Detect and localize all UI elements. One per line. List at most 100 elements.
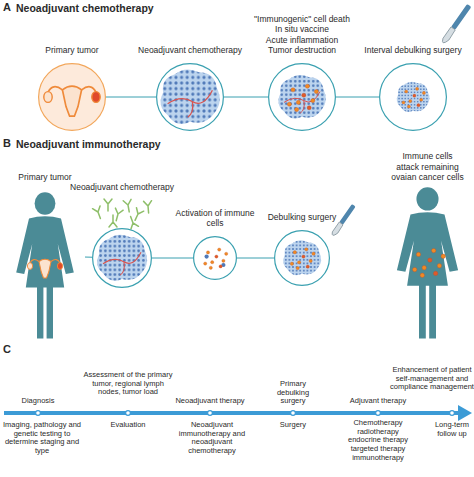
arrow-head: [458, 405, 472, 421]
panel-heading: C: [3, 343, 17, 356]
circle-fill: [39, 64, 105, 130]
illustration-part: [93, 206, 105, 220]
illustration-part: [278, 75, 326, 119]
illustration-part: [331, 222, 344, 237]
node-caption: Neoadjuvant chemotherapy: [125, 45, 255, 55]
node-caption: Primary tumor: [5, 172, 85, 182]
antibodies: [93, 199, 153, 229]
connector-line: [85, 257, 92, 258]
immune-cells: [204, 248, 228, 269]
tumor-inflamed: [278, 75, 326, 119]
timeline-text: Neoadjuvant therapy: [168, 397, 252, 406]
uterus-icon: [44, 86, 100, 116]
illustration-part: [284, 92, 320, 114]
immune-cells: [413, 248, 446, 277]
person-body: [397, 212, 458, 338]
node-caption: "Immunogenic" cell deathIn situ vaccineA…: [237, 14, 367, 55]
illustration-part: [290, 248, 315, 270]
timeline-text: Surgery: [268, 421, 318, 430]
connector-line: [106, 97, 156, 98]
node-text: Immune cells attack remaining ovaian can…: [391, 151, 465, 182]
illustration-part: [441, 27, 456, 45]
node-caption: Debulking surgery: [262, 212, 342, 222]
circle-outline: [193, 236, 237, 280]
illustration-part: [397, 82, 430, 112]
person-silhouette: [385, 185, 470, 340]
node-caption: Primary tumor: [17, 45, 127, 55]
illustration-part: [450, 411, 455, 416]
illustration-part: [205, 255, 209, 259]
scalpel-icon: [331, 204, 356, 237]
timeline-text: Diagnosis: [3, 397, 73, 406]
illustration-part: [126, 411, 131, 416]
tumor-reduced: [397, 82, 430, 112]
panel-heading: A: [3, 1, 17, 14]
circle-outline: [275, 231, 330, 286]
illustration-part: [36, 411, 41, 416]
person-head: [416, 187, 438, 210]
circle-outline: [380, 64, 447, 131]
connector-line: [152, 258, 193, 259]
tumor-illustrations: [39, 64, 429, 281]
node-text: Tumor destruction: [237, 45, 367, 55]
timeline-text: Long-term follow up: [432, 421, 472, 438]
tumor-attacked: [283, 240, 321, 275]
illustration-part: [291, 411, 296, 416]
node-text: Primary tumor: [17, 45, 127, 55]
panel-heading: Neoadjuvant immunotherapy: [16, 138, 236, 150]
node-text: Interval debulking surgery: [353, 45, 473, 55]
circle-outline: [92, 228, 152, 288]
connector-line: [224, 97, 268, 98]
timeline-text: Evaluation: [98, 421, 158, 430]
illustration-part: [221, 263, 225, 267]
illustration-part: [109, 215, 117, 227]
circle-outline: [268, 63, 336, 131]
scalpel-icon: [441, 4, 472, 45]
illustration-part: [123, 199, 133, 212]
tumor-mass: [161, 69, 220, 123]
illustration-part: [104, 199, 112, 211]
illustration-part: [127, 215, 139, 229]
illustration-part: [112, 208, 123, 222]
node-text: Primary tumor: [5, 172, 85, 182]
illustration-part: [168, 90, 213, 117]
illustration-part: [97, 235, 147, 281]
node-caption: Interval debulking surgery: [353, 45, 473, 55]
stage-circle: Neoadjuvant chemotherapy: [92, 228, 152, 288]
connector-line: [237, 258, 274, 259]
circle-outline: [194, 237, 237, 280]
stage-circle: Debulking surgery: [274, 230, 330, 286]
panel-heading: Neoadjuvant chemotherapy: [16, 2, 236, 14]
tumor-mass: [97, 235, 147, 281]
node-text: Neoadjuvant chemotherapy: [62, 182, 182, 192]
connector-line: [336, 97, 379, 98]
stage-circle: "Immunogenic" cell deathIn situ vaccineA…: [268, 63, 336, 131]
node-text: Debulking surgery: [262, 212, 342, 222]
panel-heading: B: [3, 137, 17, 150]
timeline-text: Imaging, pathology and genetic testing t…: [2, 421, 82, 456]
timeline-arrow: [4, 411, 462, 415]
circle-outline: [269, 64, 336, 131]
timeline-text: Enhancement of patient self-management a…: [390, 366, 474, 392]
circle-outline: [39, 64, 106, 131]
node-text: Activation of immune cells: [175, 208, 255, 228]
patient-figure: Primary tumor: [5, 172, 85, 340]
illustration-part: [376, 411, 381, 416]
illustration-part: [204, 248, 228, 269]
timeline-text: Assessment of the primary tumor, regiona…: [80, 371, 176, 397]
circle-outline: [38, 63, 106, 131]
timeline-text: Adjuvant therapy: [338, 397, 418, 406]
person-silhouette: [5, 190, 85, 340]
illustration-part: [402, 87, 426, 108]
illustration-part: [451, 4, 471, 30]
timeline-text: Neoadjuvant immunotherapy and neoadjuvan…: [171, 421, 253, 456]
node-text: Acute inflammation: [237, 35, 367, 45]
node-caption: Neoadjuvant chemotherapy: [62, 182, 182, 192]
patient-figure: Immune cells attack remaining ovaian can…: [385, 185, 470, 340]
person-head: [35, 192, 56, 215]
node-text: Neoadjuvant chemotherapy: [125, 45, 255, 55]
